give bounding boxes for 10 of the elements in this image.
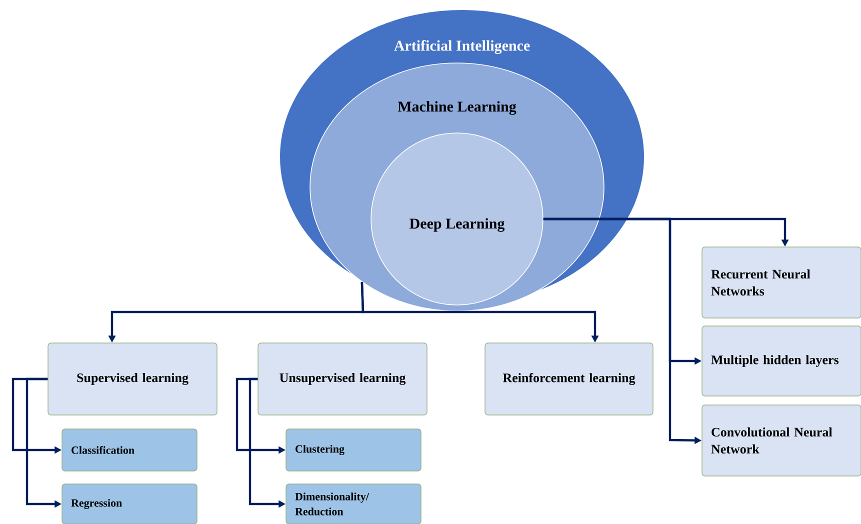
process-box: Unsupervised learning — [258, 342, 428, 416]
process-box: Convolutional Neural Network — [702, 404, 861, 476]
process-box: Regression — [62, 484, 198, 524]
process-box: Classification — [62, 428, 198, 472]
process-box: Multiple hidden layers — [702, 326, 861, 396]
process-box: Reinforcement learning — [484, 342, 654, 416]
process-box: Clustering — [286, 428, 422, 472]
process-box: Dimensionality/ Reduction — [286, 484, 422, 524]
process-box: Recurrent Neural Networks — [702, 246, 861, 318]
process-box: Supervised learning — [48, 342, 218, 416]
